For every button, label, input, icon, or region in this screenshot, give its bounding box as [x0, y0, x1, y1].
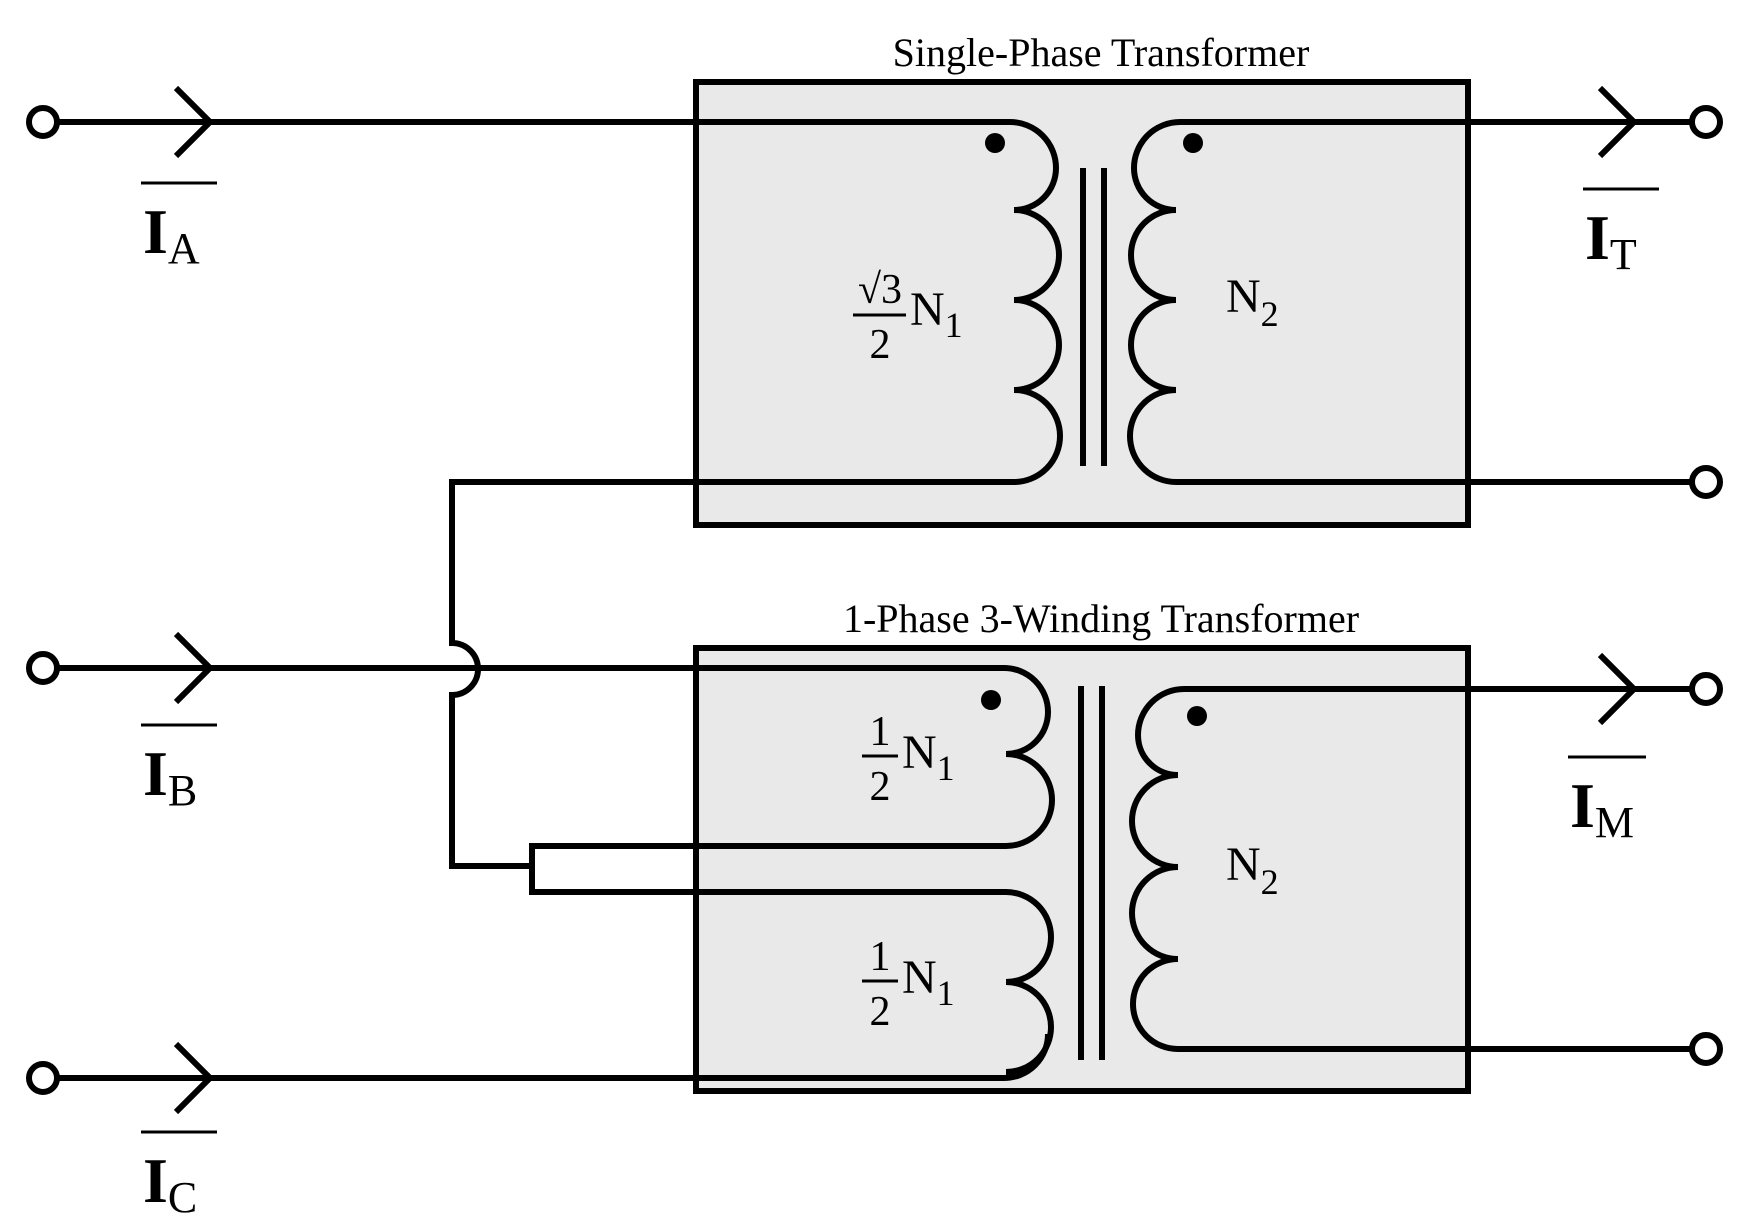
current-label-b-text: IB	[143, 738, 197, 815]
current-label-t-text: IT	[1585, 202, 1637, 279]
polarity-dot-bottom-primary	[981, 690, 1001, 710]
terminal-m-upper	[1689, 672, 1723, 706]
three-winding-transformer-title: 1-Phase 3-Winding Transformer	[843, 596, 1359, 641]
winding-label-bottom-secondary: N2	[1226, 838, 1279, 902]
current-arrow-a	[173, 85, 215, 159]
current-label-c-text: IC	[143, 1145, 197, 1222]
winding-label-top-secondary: N2	[1226, 270, 1279, 334]
current-label-a: IA	[141, 181, 217, 273]
winding-label-bottom-lower-primary: 1 2 N1	[862, 934, 955, 1035]
terminal-b	[26, 651, 60, 685]
bottom-secondary-coil	[1129, 686, 1692, 1052]
terminal-a	[26, 105, 60, 139]
current-label-c: IC	[141, 1130, 217, 1222]
bottom-lower-coefficient-denominator: 2	[870, 989, 891, 1035]
wire-phase-a	[57, 119, 1060, 213]
single-phase-transformer-title: Single-Phase Transformer	[893, 30, 1310, 75]
current-label-a-text: IA	[143, 196, 200, 273]
terminal-m-lower	[1689, 1032, 1723, 1066]
terminal-c	[26, 1061, 60, 1095]
bottom-upper-coefficient-denominator: 2	[870, 764, 891, 810]
current-arrow-t	[1597, 85, 1639, 159]
current-label-m: IM	[1568, 755, 1646, 847]
current-label-m-text: IM	[1570, 770, 1634, 847]
winding-label-top-primary: √3 2 N1	[853, 267, 963, 368]
winding-label-bottom-upper-primary: 1 2 N1	[862, 709, 955, 810]
top-primary-coefficient-numerator: √3	[858, 267, 902, 313]
current-arrow-c	[173, 1041, 215, 1115]
wire-phase-c	[57, 1033, 1051, 1081]
current-arrow-m	[1597, 652, 1639, 726]
terminal-t-lower	[1689, 465, 1723, 499]
terminal-t-upper	[1689, 105, 1723, 139]
polarity-dot-bottom-secondary	[1187, 706, 1207, 726]
wire-phase-b	[57, 665, 1055, 1075]
bottom-upper-coefficient-numerator: 1	[870, 709, 891, 755]
bottom-lower-coefficient-numerator: 1	[870, 934, 891, 980]
current-arrow-b	[173, 631, 215, 705]
bottom-upper-symbol: N1	[902, 726, 955, 788]
top-primary-coil	[1013, 207, 1063, 485]
bottom-lower-symbol: N1	[902, 951, 955, 1013]
current-label-b: IB	[141, 723, 217, 815]
top-primary-symbol: N1	[910, 283, 963, 345]
polarity-dot-top-secondary	[1183, 133, 1203, 153]
top-secondary-coil	[1127, 119, 1692, 485]
current-label-t: IT	[1583, 187, 1659, 279]
top-primary-coefficient-denominator: 2	[870, 322, 891, 368]
polarity-dot-top-primary	[985, 133, 1005, 153]
